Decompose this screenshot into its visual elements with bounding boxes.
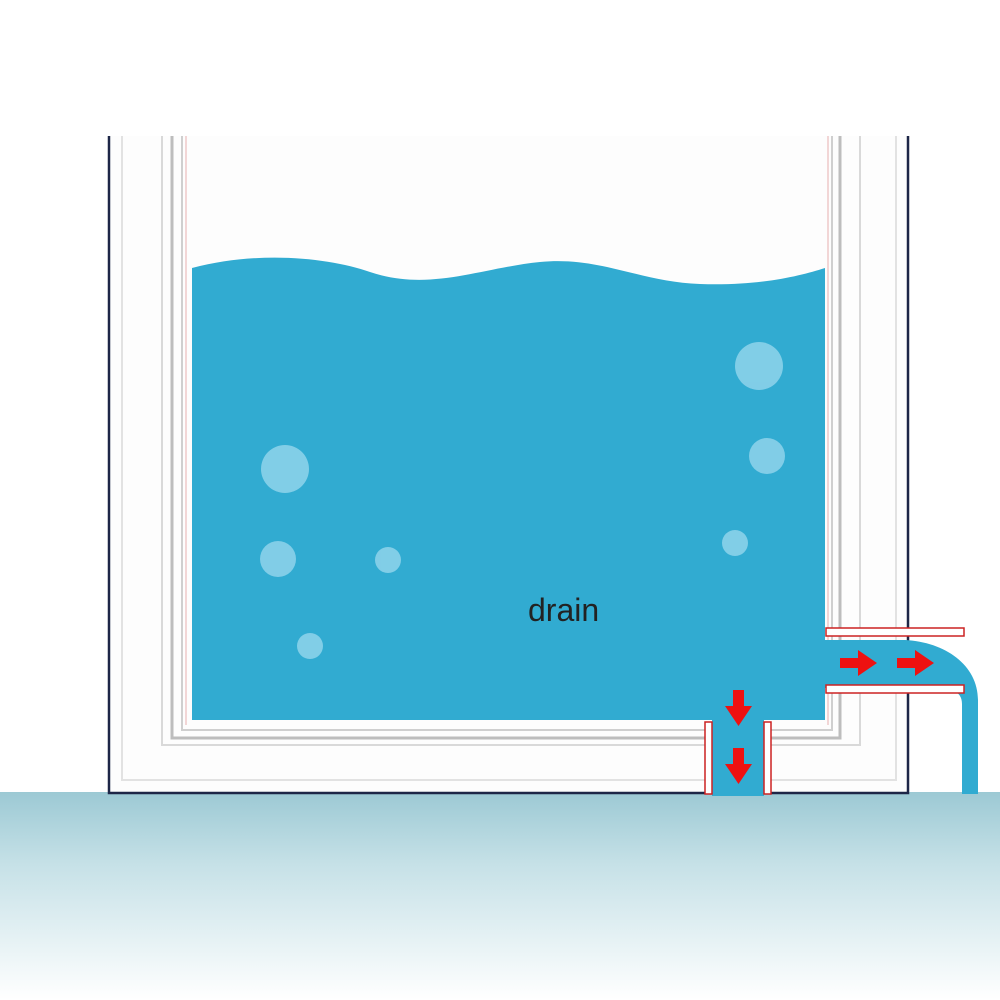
side-outlet-water (825, 640, 978, 794)
tank-inner-frame (121, 136, 897, 781)
tank-outline (107, 136, 910, 795)
arrow-down-icon (725, 748, 752, 784)
ground (0, 792, 1000, 1000)
flow-arrows-down (725, 690, 752, 784)
flow-arrows-right (840, 650, 934, 676)
bubble (722, 530, 748, 556)
bubble (261, 445, 309, 493)
side-pipe-bottom-wall (825, 684, 965, 694)
bubbles (260, 342, 785, 659)
arrow-right-icon (840, 650, 877, 676)
bubble (260, 541, 296, 577)
bubble (375, 547, 401, 573)
arrow-right-icon (897, 650, 934, 676)
bubble (735, 342, 783, 390)
arrow-down-icon (725, 690, 752, 726)
tank-inner-frame-2 (161, 136, 861, 746)
side-pipe-top-wall (825, 627, 965, 637)
bottom-pipe-right-wall (763, 721, 772, 795)
tank-inner-liner (181, 136, 833, 731)
water (192, 257, 825, 720)
drain-label: drain (528, 592, 599, 628)
bottom-pipe-left-wall (704, 721, 713, 795)
tank-inner-wall (170, 136, 842, 740)
bubble (749, 438, 785, 474)
bubble (297, 633, 323, 659)
side-outlet-pipe (825, 627, 978, 794)
